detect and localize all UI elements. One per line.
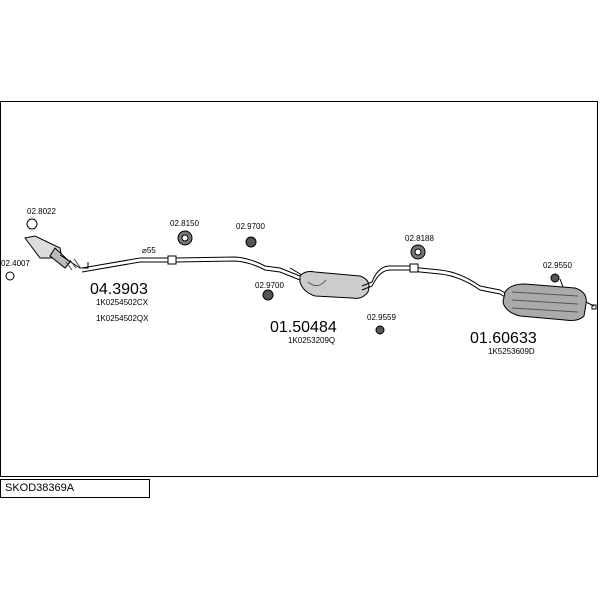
front-section-drawing	[24, 235, 177, 273]
fitting-02-9559: 02.9559	[367, 313, 396, 322]
fitting-02-8022: 02.8022	[27, 207, 56, 216]
fitting-02-9550: 02.9550	[543, 261, 572, 270]
diagram-frame	[0, 101, 598, 477]
hanger-icons	[5, 218, 564, 335]
fitting-02-8188: 02.8188	[405, 234, 434, 243]
front-ref-1: 1K0254502CX	[96, 298, 149, 307]
rear-ref-1: 1K5253609D	[488, 347, 535, 356]
mid-pipe-drawing	[175, 256, 301, 281]
middle-silencer-drawing	[299, 263, 511, 301]
fitting-02-9700-b: 02.9700	[255, 281, 284, 290]
fitting-02-8150: 02.8150	[170, 219, 199, 228]
middle-ref-1: 1K0253209Q	[288, 336, 335, 345]
rear-part-number: 01.60633	[470, 330, 537, 347]
middle-part-number: 01.50484	[270, 319, 337, 336]
diagram-code: SKOD38369A	[0, 479, 150, 498]
fitting-02-4007: 02.4007	[1, 259, 30, 268]
pipe-diameter: ⌀55	[142, 246, 156, 255]
fitting-02-9700-a: 02.9700	[236, 222, 265, 231]
rear-silencer-drawing	[502, 283, 597, 321]
front-ref-2: 1K0254502QX	[96, 314, 149, 323]
front-part-number: 04.3903	[90, 281, 148, 298]
